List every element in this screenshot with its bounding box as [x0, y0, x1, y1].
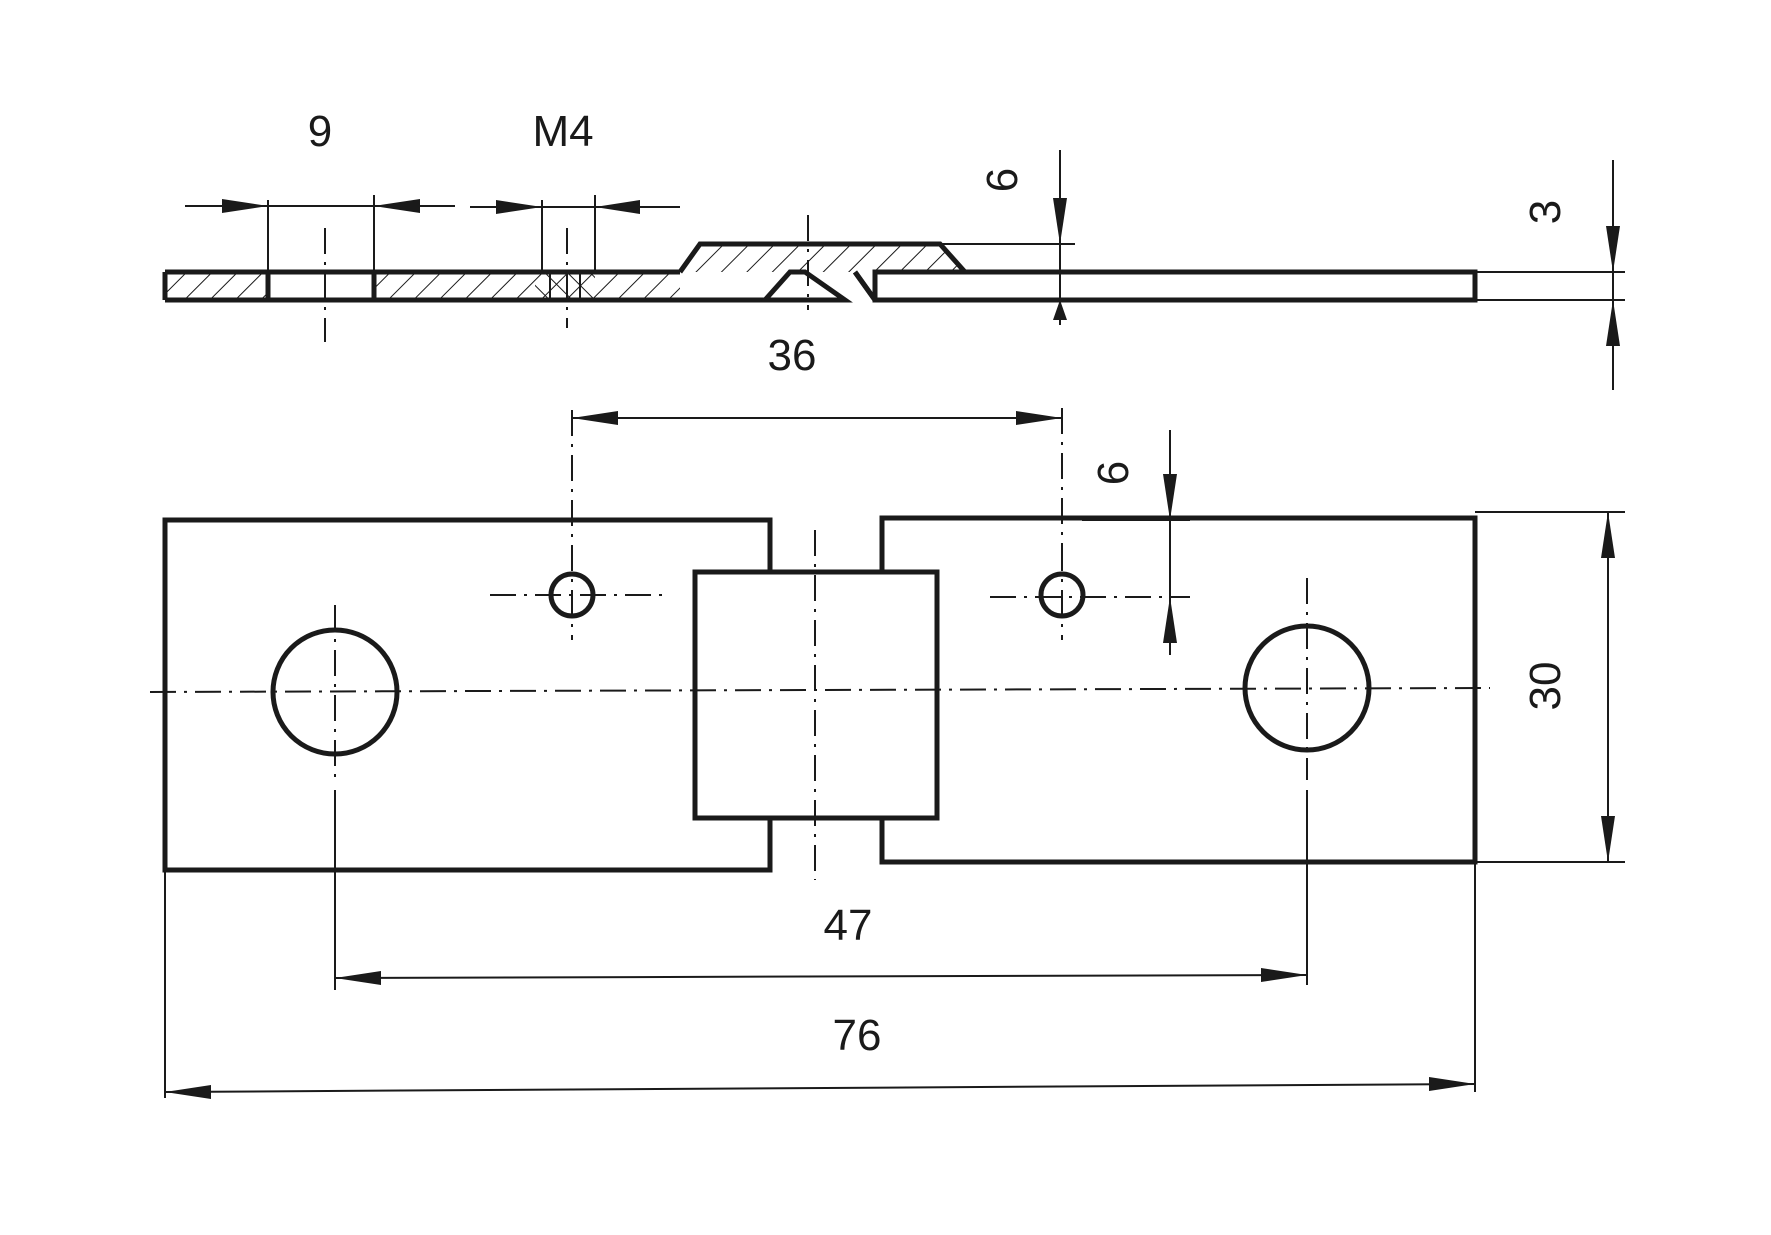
right-leaf-outline	[872, 269, 1478, 303]
arrowhead	[1601, 816, 1615, 862]
right-leaf	[879, 515, 1478, 865]
arrowhead	[335, 971, 381, 985]
arrowhead	[1163, 474, 1177, 520]
left-leaf-outline	[162, 269, 765, 303]
arrowhead	[1606, 226, 1620, 272]
dim-label-overall-length: 76	[833, 1011, 882, 1060]
side-section-view: 9 M4 6 3 36	[162, 107, 1625, 390]
arrowhead	[165, 1085, 211, 1099]
dim-label-hole-spacing: 47	[824, 901, 873, 950]
dim-label-plate-height: 30	[1521, 662, 1570, 711]
knuckle-hatching	[680, 244, 965, 272]
dim-label-hole-width: 9	[308, 107, 332, 156]
arrowhead	[1163, 597, 1177, 643]
arrowhead	[1053, 198, 1067, 244]
thread-gap	[535, 270, 595, 302]
plan-view: 6 30 47 76	[149, 408, 1625, 1099]
knuckle-square	[692, 569, 940, 821]
arrowhead	[1053, 300, 1067, 320]
hole-gap	[268, 270, 374, 302]
arrowhead	[222, 199, 268, 213]
dimension-line-76	[164, 1083, 1476, 1093]
arrowhead	[572, 411, 618, 425]
arrowhead	[1429, 1077, 1475, 1091]
arrowhead	[1606, 300, 1620, 346]
arrowhead	[1261, 968, 1307, 982]
knuckle-outline	[677, 241, 967, 274]
left-leaf-hatching	[165, 272, 680, 300]
dim-label-thickness: 3	[1521, 200, 1570, 224]
arrowhead	[1601, 512, 1615, 558]
arrowhead	[595, 200, 640, 214]
left-leaf	[162, 517, 773, 873]
arrowhead	[1016, 411, 1062, 425]
arrowhead	[496, 200, 542, 214]
dim-label-hinge-width: 36	[768, 331, 817, 380]
dim-label-hole-offset: 6	[1089, 461, 1138, 485]
dim-label-center-height: 6	[978, 168, 1027, 192]
dimension-line-47	[334, 974, 1308, 979]
dim-label-thread: M4	[532, 107, 593, 156]
horizontal-centerline	[149, 687, 1491, 693]
arrowhead	[374, 199, 420, 213]
knuckle-center	[759, 269, 853, 303]
